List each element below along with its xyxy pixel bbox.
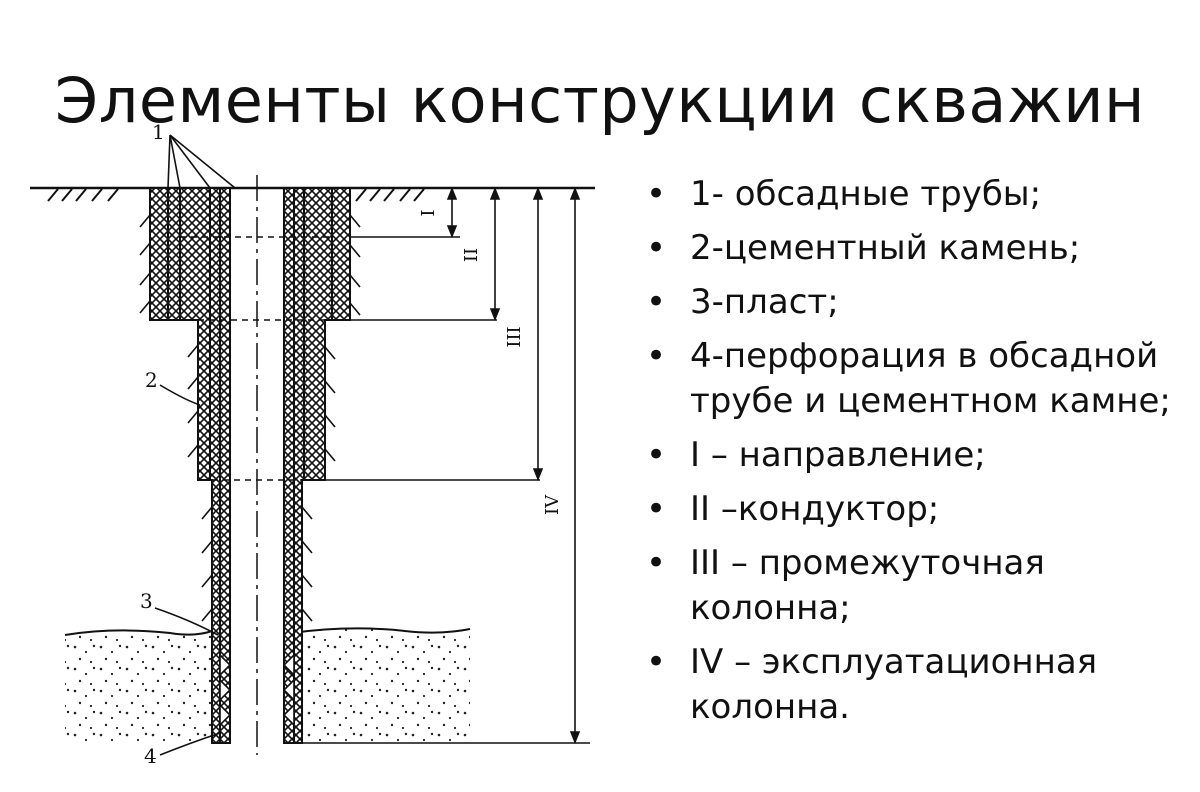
callout-leaders <box>154 134 236 756</box>
perforations <box>219 653 295 727</box>
legend-item: 2-цементный камень; <box>640 226 1200 271</box>
dimension-lines <box>446 186 581 745</box>
dimension-label-I: I <box>418 209 439 216</box>
casing-shoe-lines <box>180 236 590 744</box>
legend-item: II –кондуктор; <box>640 487 1200 532</box>
formation-layer <box>64 627 471 743</box>
dimension-label-III: III <box>504 326 525 347</box>
legend-item: 4-перфорация в обсадной трубе и цементно… <box>640 334 1200 424</box>
legend-item: 1- обсадные трубы; <box>640 172 1200 217</box>
callout-2: 2 <box>145 368 158 392</box>
legend-item: III – промежуточная колонна; <box>640 541 1200 631</box>
legend-item: I – направление; <box>640 433 1200 478</box>
well-construction-diagram: 1 2 3 4 I II III IV <box>30 120 595 768</box>
callout-3: 3 <box>140 589 153 613</box>
callout-4: 4 <box>144 744 157 768</box>
dimension-label-II: II <box>461 248 482 262</box>
callout-1: 1 <box>152 120 165 144</box>
legend-list: 1- обсадные трубы; 2-цементный камень; 3… <box>640 172 1200 739</box>
legend-item: IV – эксплуатационная колонна. <box>640 640 1200 730</box>
legend-item: 3-пласт; <box>640 280 1200 325</box>
wall-hatching <box>139 214 361 622</box>
dimension-label-IV: IV <box>542 494 563 515</box>
page-title: Элементы конструкции скважин <box>54 63 1146 137</box>
